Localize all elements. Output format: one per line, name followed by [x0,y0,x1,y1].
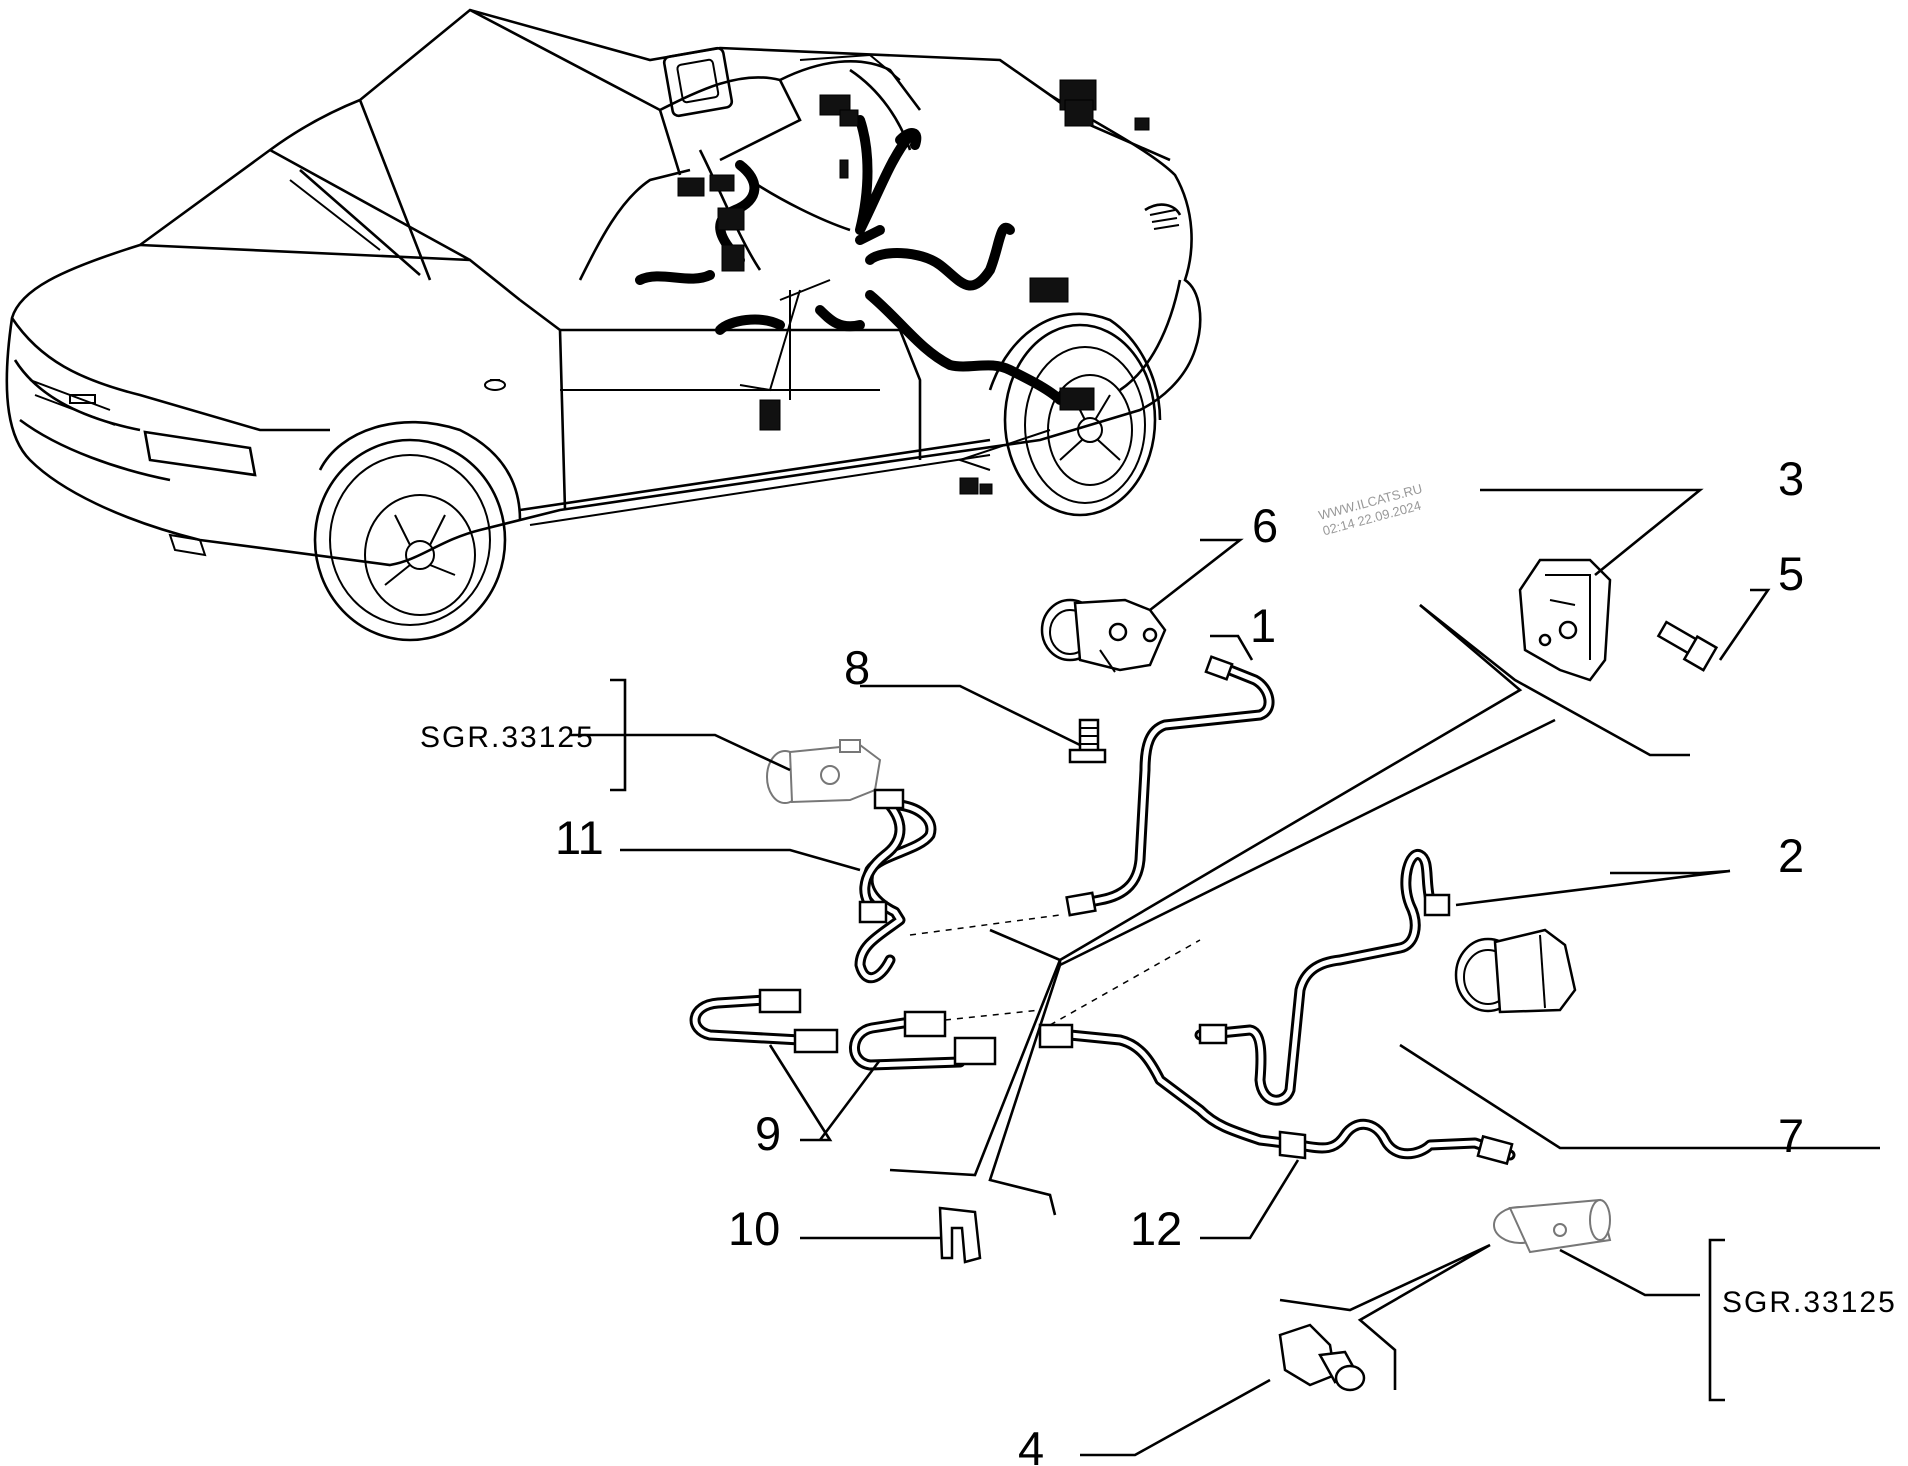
ref-rear-cylinder-part [1493,1198,1612,1254]
part-6-brake-valve [1040,598,1167,673]
watermark: WWW.ILCATS.RU 02:14 22.09.2024 [1317,481,1424,539]
part-4-adapter [1278,1323,1366,1392]
callout-5: 5 [1778,547,1804,600]
part-10-clip [938,1206,982,1264]
callout-8: 8 [844,641,870,694]
callout-labels: 6 1 3 5 8 2 7 11 9 10 12 4 SGR.33125 SGR… [420,452,1897,1466]
part-7-cover [1454,928,1577,1014]
part-3-bracket [1518,558,1612,682]
brake-pipes [689,655,1516,1166]
callout-4: 4 [1018,1422,1044,1466]
callout-7: 7 [1778,1109,1804,1162]
assembly-lines [889,603,1690,1390]
part-8-bleed-screw [1068,718,1107,764]
callout-11: 11 [555,811,604,864]
ref-front-sgr: SGR.33125 [420,721,595,754]
car-brake-lines [635,79,1150,495]
callout-12: 12 [1130,1202,1182,1255]
callout-1: 1 [1250,599,1276,652]
callout-9: 9 [755,1107,781,1160]
ref-front-caliper-part [766,739,882,804]
car-illustration [5,8,1202,642]
callout-10: 10 [728,1202,780,1255]
ref-rear-sgr: SGR.33125 [1722,1286,1897,1319]
callout-6: 6 [1252,499,1278,552]
callout-2: 2 [1778,829,1804,882]
leader-lines [570,488,1880,1457]
part-5-screw [1656,620,1719,672]
callout-3: 3 [1778,452,1804,505]
